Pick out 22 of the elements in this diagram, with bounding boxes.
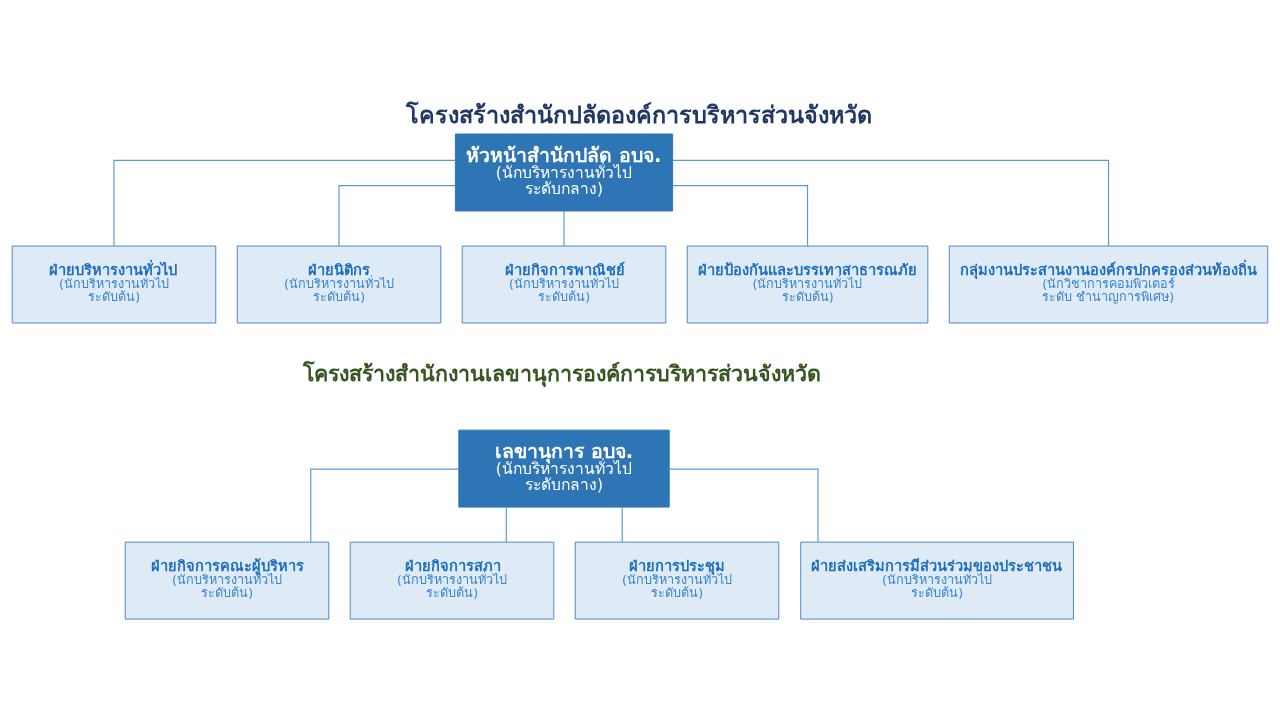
node-box: ฝ่ายส่งเสริมการมีส่วนร่วมของประชาชน (นักบริหารงานทั่วไป ระดับต้น): [800, 541, 1074, 620]
connector: [672, 185, 809, 247]
connector: [338, 185, 456, 247]
label: โครงสร้างสำนักงานเลขานุการองค์การบริหารส่วนจังหวัด: [303, 361, 822, 387]
connector: [672, 159, 1110, 247]
node-box: เลขานุการ อบจ. (นักบริหารงานทั่วไป ระดับกลาง): [458, 429, 670, 508]
connector: [563, 210, 565, 247]
node-box: หัวหน้าสำนักปลัด อบจ. (นักบริหารงานทั่วไป ระดับกลาง): [454, 133, 674, 212]
connector: [310, 468, 460, 543]
node-box: ฝ่ายป้องกันและบรรเทาสาธารณภัย (นักบริหารงานทั่วไป ระดับต้น): [686, 245, 929, 324]
node-box: ฝ่ายกิจการคณะผู้บริหาร (นักบริหารงานทั่วไป ระดับต้น): [124, 541, 330, 620]
connector: [505, 506, 507, 543]
diagram-title: โครงสร้างสำนักปลัดองค์การบริหารส่วนจังหวัด: [405, 100, 872, 129]
node-box: ฝ่ายการประชุม (นักบริหารงานทั่วไป ระดับต้น): [574, 541, 780, 620]
node-box: ฝ่ายกิจการพาณิชย์ (นักบริหารงานทั่วไป ระดับต้น): [461, 245, 667, 324]
node-box: ฝ่ายบริหารงานทั่วไป (นักบริหารงานทั่วไป ระดับต้น): [11, 245, 217, 324]
connector: [668, 468, 819, 543]
node-box: กลุ่มงานประสานงานองค์กรปกครองส่วนท้องถิ่น (นักวิชาการคอมพิวเตอร์ ระดับ ชำนาญการพิเศษ): [948, 245, 1269, 324]
connector: [113, 159, 456, 247]
node-box: ฝ่ายกิจการสภา (นักบริหารงานทั่วไป ระดับต้น): [349, 541, 555, 620]
node-box: ฝ่ายนิติกร (นักบริหารงานทั่วไป ระดับต้น): [236, 245, 442, 324]
connector: [621, 506, 623, 543]
